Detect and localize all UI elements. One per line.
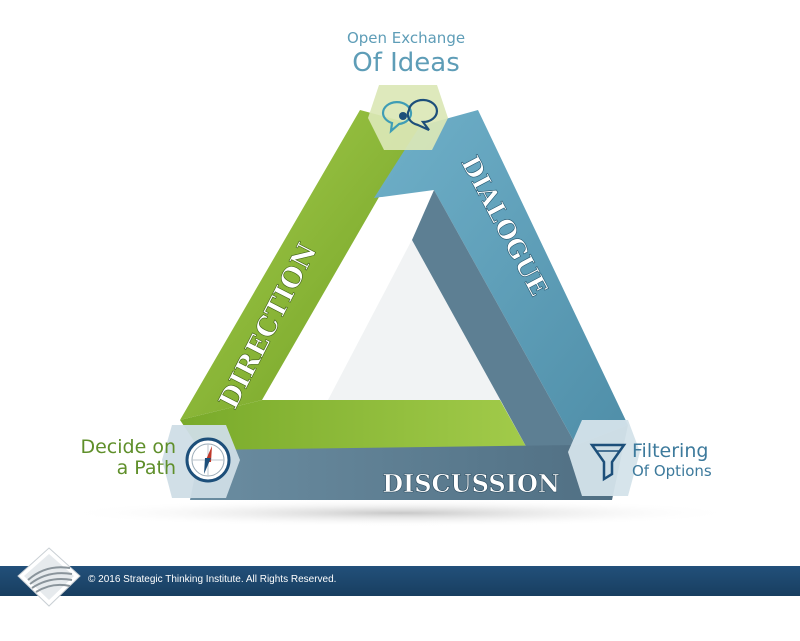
direction-base-band [180, 400, 528, 450]
top-caption: Open Exchange Of Ideas [0, 30, 800, 77]
compass-icon [185, 437, 231, 483]
direction-band [180, 110, 420, 420]
right-caption: Filtering Of Options [632, 441, 712, 479]
top-caption-line1: Open Exchange [346, 29, 466, 47]
right-hexagon [568, 420, 640, 496]
dialogue-inner-face [412, 190, 576, 450]
discussion-label: DISCUSSION [382, 469, 560, 498]
institute-logo [17, 547, 81, 607]
floor-shadow [60, 499, 740, 527]
copyright-text: © 2016 Strategic Thinking Institute. All… [88, 574, 337, 585]
dialogue-band [374, 110, 628, 445]
left-caption: Decide on a Path [40, 437, 176, 479]
top-caption-line2: Of Ideas [352, 47, 460, 78]
left-caption-line2: a Path [116, 456, 176, 479]
chat-bubbles-icon [381, 98, 439, 134]
right-caption-line1: Filtering [632, 440, 709, 462]
right-caption-line2: Of Options [632, 461, 712, 480]
funnel-icon [589, 443, 627, 482]
left-caption-line1: Decide on [80, 436, 176, 458]
footer-bar: © 2016 Strategic Thinking Institute. All… [0, 566, 800, 596]
discussion-band [190, 425, 628, 500]
